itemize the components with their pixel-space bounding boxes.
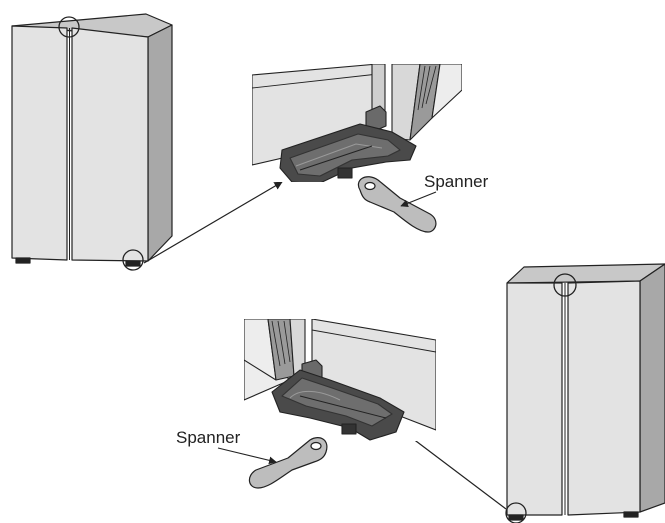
fridge-foot (15, 257, 31, 264)
highlight-circle (122, 249, 144, 271)
label-arrow (400, 191, 437, 208)
highlight-circle (553, 273, 577, 297)
label-arrow (217, 447, 277, 465)
highlight-circle (58, 16, 80, 38)
fridge-side-face (639, 263, 665, 513)
detail-view-top (252, 64, 462, 182)
fridge-top-left (11, 13, 173, 267)
spanner-label: Spanner (176, 428, 241, 447)
spanner-label: Spanner (424, 172, 489, 191)
fridge-left-door (506, 282, 563, 516)
highlight-circle (505, 502, 527, 523)
fridge-right-door (71, 27, 149, 262)
fridge-foot (508, 514, 524, 521)
callout-arrow (143, 181, 283, 264)
spanner-bottom (248, 437, 328, 489)
callout-arrow (403, 431, 507, 510)
detail-view-bottom (244, 319, 436, 441)
fridge-left-door (11, 25, 68, 261)
fridge-bottom-right (506, 263, 665, 521)
fridge-side-face (147, 24, 173, 262)
spanner-top (357, 176, 437, 233)
fridge-right-door (567, 280, 641, 516)
fridge-foot (623, 511, 639, 518)
fridge-foot (125, 260, 141, 267)
